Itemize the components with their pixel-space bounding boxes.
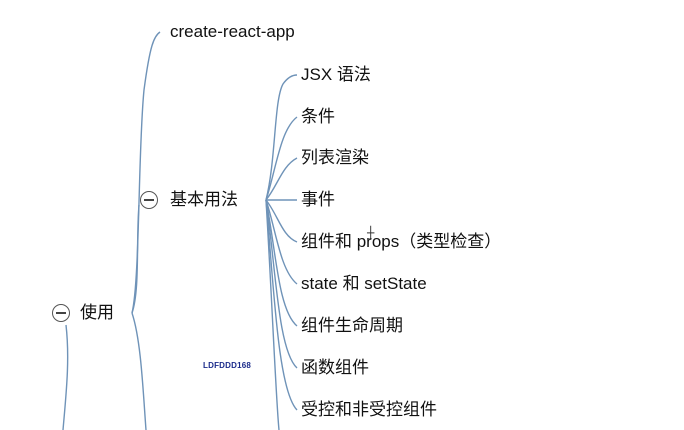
node-jsx-syntax[interactable]: JSX 语法 (301, 65, 371, 84)
text-cursor-icon: ┼ (367, 226, 375, 240)
watermark-text: LDFDDD168 (203, 361, 252, 370)
node-components-props[interactable]: 组件和 props（类型检查） (301, 232, 502, 251)
connector-condition (265, 116, 298, 201)
collapse-toggle-basic-usage[interactable] (140, 191, 158, 209)
connector-trunk-left (62, 324, 69, 430)
connector-function (265, 199, 298, 369)
node-root[interactable]: 使用 (80, 303, 114, 322)
node-state-setstate[interactable]: state 和 setState (301, 274, 427, 293)
node-list-rendering[interactable]: 列表渲染 (301, 148, 369, 167)
connector-lifecycle (265, 199, 298, 327)
node-controlled-uncontrolled[interactable]: 受控和非受控组件 (301, 400, 437, 419)
connector-state (265, 199, 298, 285)
node-create-react-app[interactable]: create-react-app (170, 22, 295, 41)
node-conditions[interactable]: 条件 (301, 107, 335, 126)
node-events[interactable]: 事件 (301, 190, 335, 209)
node-function-components[interactable]: 函数组件 (301, 358, 369, 377)
node-basic-usage[interactable]: 基本用法 (170, 190, 238, 209)
connector-controlled (265, 199, 298, 411)
connector-root-lower (131, 312, 147, 430)
connector-root-create-react-app (131, 31, 161, 314)
connector-root-basic-usage (131, 204, 140, 314)
collapse-toggle-root[interactable] (52, 304, 70, 322)
connector-jsx (265, 74, 298, 201)
connector-offscreen (265, 199, 280, 430)
node-component-lifecycle[interactable]: 组件生命周期 (301, 316, 403, 335)
connector-props (265, 199, 298, 243)
connector-list (265, 157, 298, 201)
